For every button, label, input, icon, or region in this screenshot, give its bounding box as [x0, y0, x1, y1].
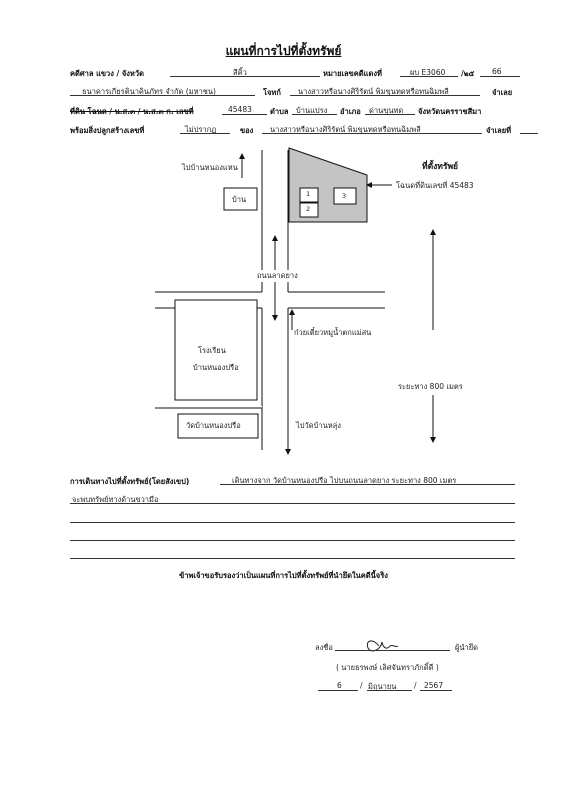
building-label: พร้อมสิ่งปลูกสร้างเลขที่: [70, 126, 145, 135]
page-title: แผนที่การไปที่ตั้งทรัพย์: [225, 44, 342, 58]
court-label: คดีศาล แขวง / จังหวัด: [70, 69, 144, 78]
house-box: [223, 187, 258, 211]
date-year: 2567: [424, 681, 444, 690]
signer-name: ( นายธรพงษ์ เลิศจันทราภักดิ์ดี ): [336, 663, 439, 672]
court-value: สีคิ้ว: [233, 68, 247, 77]
building-2-label: 2: [306, 205, 311, 213]
building-1-label: 1: [306, 190, 311, 198]
to-nong-waen-label: ไปบ้านหนองแหน: [182, 163, 238, 172]
road-label: ถนนลาดยาง: [256, 270, 299, 282]
tambon-label: ตำบล: [270, 107, 289, 116]
signature-mark: [366, 640, 399, 652]
defendant-suffix: จำเลย: [492, 88, 513, 97]
case-number-value: ผบ E3060: [410, 68, 446, 77]
date-month: มิถุนายน: [368, 682, 397, 691]
plaintiff-value: ธนาคารเกียรตินาคินภัทร จำกัด (มหาชน): [82, 87, 216, 96]
deed-label: โฉนดที่ดินเลขที่ 45483: [396, 181, 474, 190]
directions-line-1: เดินทางจาก วัดบ้านหนองปรือ ไปบนถนนลาดยาง…: [232, 476, 457, 485]
defendant-value: นางสาวหรือนางศิริรัตน์ พิมขุนทดหรือทนฉิม…: [298, 87, 449, 96]
amphoe-value: ด่านขุนทด: [369, 106, 404, 115]
noodle-shop-label: ก๋วยเตี๋ยวหมูน้ำตกแม่สน: [294, 328, 372, 337]
school-label-2: บ้านหนองปรือ: [193, 363, 239, 372]
case-number-label: หมายเลขคดีแดงที่: [323, 69, 382, 78]
province-value: จังหวัดนครราชสีมา: [418, 107, 482, 116]
defendant-number-label: จำเลยที่: [486, 126, 512, 135]
to-nong-khung-label: ไปวัดบ้านหลุ่ง: [296, 421, 341, 430]
directions-line-2: จะพบทรัพย์ทางด้านขวามือ: [72, 495, 159, 504]
date-day: 6: [337, 681, 342, 690]
owner-value: นางสาวหรือนางศิริรัตน์ พิมขุนทดหรือทนฉิม…: [270, 125, 421, 134]
building-3-box: [333, 187, 357, 205]
amphoe-label: อำเภอ: [340, 107, 361, 116]
building-value: ไม่ปรากฏ: [185, 125, 217, 134]
signer-role: ผู้นำยึด: [455, 643, 478, 652]
building-1-box: [299, 187, 319, 203]
directions-label: การเดินทางไปที่ตั้งทรัพย์(โดยสังเขป): [70, 477, 190, 486]
certification-text: ข้าพเจ้าขอรับรองว่าเป็นแผนที่การไปที่ตั้…: [179, 571, 388, 580]
land-label: ที่ดิน โฉนด / น.ส.๓ / น.ส.๓ ก. เลขที่: [70, 107, 194, 116]
school-box: [174, 299, 258, 401]
house-label: บ้าน: [232, 195, 247, 204]
sign-label: ลงชื่อ: [315, 643, 333, 652]
building-2-box: [299, 202, 319, 218]
building-3-label: 3: [342, 192, 347, 200]
property-title: ที่ตั้งทรัพย์: [422, 162, 459, 172]
land-number: 45483: [228, 105, 252, 114]
case-year-prefix: /๒๕: [461, 69, 475, 78]
temple-box: [177, 413, 259, 439]
temple-label: วัดบ้านหนองปรือ: [186, 421, 241, 430]
tambon-value: บ้านแปรง: [296, 106, 328, 115]
case-year-value: 66: [492, 67, 502, 76]
distance-label: ระยะทาง 800 เมตร: [398, 382, 463, 391]
school-label-1: โรงเรียน: [198, 346, 226, 355]
defendant-label: โจทก์: [263, 88, 281, 97]
owner-label: ของ: [240, 126, 254, 135]
